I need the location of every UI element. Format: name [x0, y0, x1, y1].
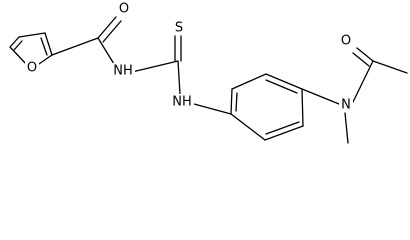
bond-benzene-4-5 — [265, 73, 303, 90]
bond-thiocarbon-nh — [177, 60, 181, 95]
bond-furan-c2-c3 — [9, 36, 20, 48]
bond-furan-c4-c5-inner — [40, 37, 48, 56]
bond-nh-thiocarbon — [131, 60, 179, 73]
bond-carbonyl-left-double-a — [97, 16, 117, 39]
bond-furan-c4-c5 — [44, 32, 53, 56]
bond-benzene-1-2 — [230, 113, 266, 141]
bond-acetyl-methyl — [372, 60, 408, 74]
bond-furan-c2-c3-inner — [13, 40, 23, 51]
atom-oxygen-carbonyl-left: O — [117, 2, 131, 17]
bond-carbonyl-right-double-b — [352, 52, 370, 67]
chemical-structure-diagram: O O NH S NH N O — [9, 2, 408, 144]
atom-label: N — [341, 98, 351, 113]
atom-label: S — [175, 21, 183, 36]
atom-labels: O O NH S NH N O — [25, 2, 353, 113]
atom-nh-amide: NH — [111, 63, 135, 79]
atom-nh-amine: NH — [170, 94, 194, 110]
bond-n-methyl — [344, 112, 349, 144]
bond-carbonyl-right-double-a — [356, 47, 374, 62]
bond-benzene-5-6 — [231, 73, 267, 90]
atom-label: O — [27, 61, 37, 76]
bond-furan-c3-c4 — [18, 32, 46, 38]
bond-benzene-4-5-inner — [265, 79, 298, 94]
bond-benzene-6-1-inner — [235, 92, 238, 112]
atom-label: NH — [113, 64, 133, 79]
atom-label: O — [119, 2, 129, 17]
bond-nh-benzene — [193, 103, 232, 115]
bond-n-acetyl — [352, 60, 374, 103]
bond-benzene-6-1 — [230, 88, 233, 115]
atom-oxygen-carbonyl-right: O — [339, 33, 353, 49]
bond-benzene-3-4 — [301, 88, 304, 127]
bonds — [9, 16, 408, 144]
bond-carbonyl-nh — [97, 37, 115, 65]
bond-furan-carbonyl — [51, 37, 99, 56]
bond-benzene-2-3 — [264, 125, 304, 141]
atom-label: O — [341, 34, 351, 49]
atom-oxygen-furan: O — [25, 60, 39, 76]
bond-benzene-n — [301, 88, 340, 105]
bond-carbonyl-left-double-b — [102, 20, 122, 43]
atom-sulfur: S — [172, 20, 186, 36]
atom-label: NH — [172, 95, 192, 110]
atom-nitrogen-acetamide: N — [339, 97, 353, 113]
bond-benzene-2-3-inner — [265, 121, 300, 135]
